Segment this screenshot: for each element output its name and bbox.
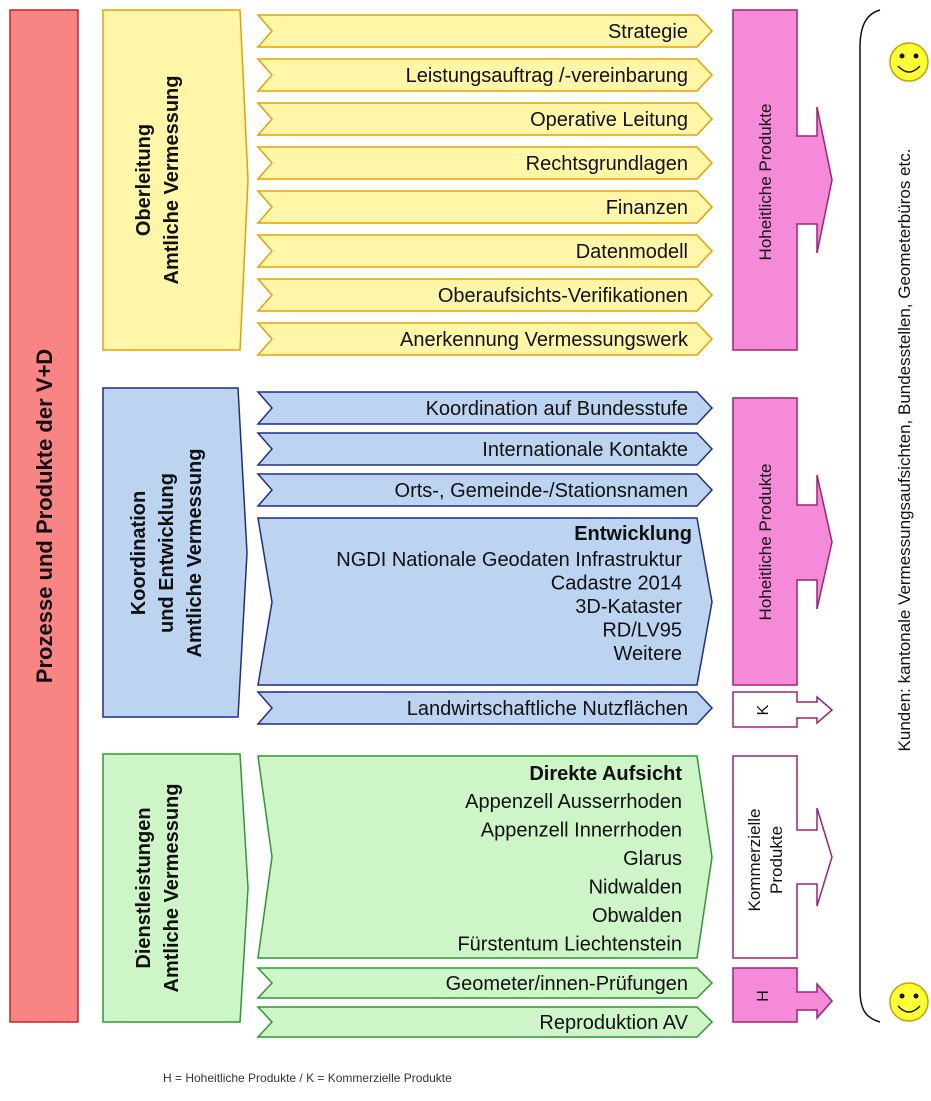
dienstleistungen-item-0-label: Geometer/innen-Prüfungen [446,973,688,995]
entwicklung-chevron [257,517,713,686]
aufsicht-chevron [257,755,713,959]
entwicklung-line-2: 3D-Kataster [575,596,682,618]
oberleitung-item-3-label: Rechtsgrundlagen [526,153,688,175]
oberleitung-item-4-label: Finanzen [606,197,688,219]
smiley-icon-bottom [889,982,929,1022]
oberleitung-item-0-chevron [256,14,714,48]
koordination-item-1-label: Internationale Kontakte [482,439,688,461]
h-label: H [755,990,772,1002]
dienstleistungen-title-box [102,753,249,1023]
entwicklung-heading: Entwicklung [574,523,692,545]
koordination-output-arrow [732,397,833,686]
main-title-box [9,9,79,1023]
oberleitung-item-1-chevron [256,58,714,92]
entwicklung-line-3: RD/LV95 [602,620,682,642]
footnote: H = Hoheitliche Produkte / K = Kommerzie… [163,1071,452,1085]
oberleitung-output-label: Hoheitliche Produkte [756,104,775,261]
oberleitung-item-7-chevron [256,322,714,356]
aufsicht-line-2: Glarus [623,848,682,870]
oberleitung-title-box [102,9,249,351]
dienstleistungen-item-1-label: Reproduktion AV [539,1012,688,1034]
oberleitung-item-0-label: Strategie [608,21,688,43]
aufsicht-heading: Direkte Aufsicht [529,763,682,785]
main-title: Prozesse und Produkte der V+D [32,349,57,683]
oberleitung-item-6-label: Oberaufsichts-Verifikationen [438,285,688,307]
customers-label: Kunden: kantonale Vermessungsaufsichten,… [895,149,914,752]
koordination-process-list: Koordination auf BundesstufeInternationa… [256,391,714,507]
oberleitung-item-6-chevron [256,278,714,312]
entwicklung-lines: NGDI Nationale Geodaten InfrastrukturCad… [336,549,682,665]
smiley-icon-top [889,42,929,82]
entwicklung-line-1: Cadastre 2014 [551,573,682,595]
landwirtschaft-label: Landwirtschaftliche Nutzflächen [407,698,688,720]
h-output-arrow [732,967,834,1023]
koordination-title-line2: und Entwicklung [156,473,178,633]
oberleitung-item-2-label: Operative Leitung [530,109,688,131]
aufsicht-line-3: Nidwalden [589,877,682,899]
dienstleistungen-title-line1: Dienstleistungen [133,807,155,968]
koordination-item-0-label: Koordination auf Bundesstufe [426,398,688,420]
koordination-item-2-label: Orts-, Gemeinde-/Stationsnamen [395,480,688,502]
oberleitung-item-1-label: Leistungsauftrag /-vereinbarung [406,65,688,87]
oberleitung-item-2-chevron [256,102,714,136]
oberleitung-title-line2: Amtliche Vermessung [161,76,183,285]
dienstleistungen-item-1-chevron [256,1006,714,1038]
oberleitung-item-4-chevron [256,190,714,224]
k-output-arrow [732,691,834,728]
aufsicht-line-4: Obwalden [592,905,682,927]
customers-bracket [859,9,881,1023]
dienstleistungen-item-0-chevron [256,967,714,999]
koordination-output-label: Hoheitliche Produkte [756,464,775,621]
kommerzielle-label-line1: Kommerzielle [745,809,764,912]
oberleitung-item-5-chevron [256,234,714,268]
koordination-title-box [102,387,248,718]
landwirtschaft-chevron [256,691,714,725]
oberleitung-item-5-label: Datenmodell [576,241,688,263]
koordination-item-2-chevron [256,473,714,507]
dienstleistungen-title-line2: Amtliche Vermessung [161,784,183,993]
koordination-item-0-chevron [256,391,714,425]
k-label: K [755,704,772,715]
kommerzielle-output-arrow [732,755,833,959]
kommerzielle-label-line2: Produkte [767,826,786,894]
aufsicht-line-1: Appenzell Innerrhoden [481,820,682,842]
entwicklung-line-4: Weitere [613,643,682,665]
koordination-title-line3: Amtliche Vermessung [184,449,206,658]
koordination-title-line1: Koordination [128,491,150,615]
oberleitung-item-7-label: Anerkennung Vermessungswerk [400,329,689,351]
oberleitung-item-3-chevron [256,146,714,180]
koordination-item-1-chevron [256,432,714,466]
aufsicht-line-0: Appenzell Ausserrhoden [465,791,682,813]
oberleitung-output-arrow [732,9,833,351]
oberleitung-title-line1: Oberleitung [133,124,155,236]
aufsicht-line-5: Fürstentum Liechtenstein [457,934,682,956]
entwicklung-line-0: NGDI Nationale Geodaten Infrastruktur [336,549,682,571]
